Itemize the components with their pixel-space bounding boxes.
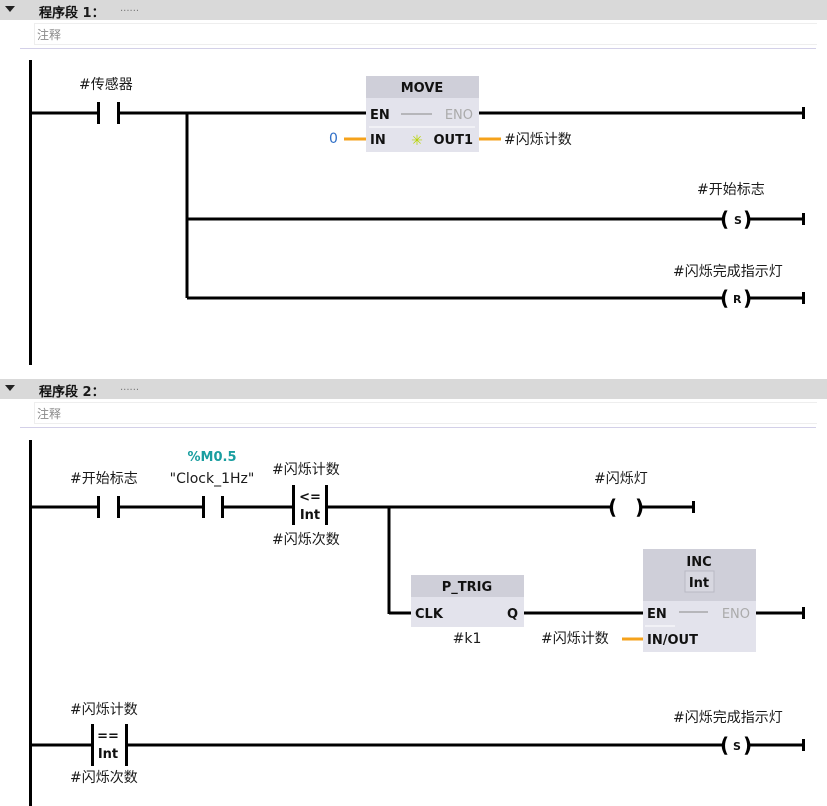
type-selector[interactable]: [684, 570, 715, 593]
network-2-header[interactable]: 程序段 2： ......: [0, 379, 827, 400]
power-rail: [29, 440, 32, 806]
collapse-triangle-icon[interactable]: [5, 6, 15, 12]
svg-text:): ): [635, 495, 644, 519]
network-1-title-placeholder[interactable]: ......: [120, 3, 140, 14]
compare-eq-int[interactable]: == Int #闪烁计数 #闪烁次数: [70, 702, 138, 786]
svg-text:Int: Int: [98, 747, 118, 762]
divider: [20, 427, 816, 428]
rung-end: [802, 107, 805, 119]
pin-en: EN: [647, 607, 667, 622]
operand-in1[interactable]: #闪烁计数: [70, 702, 138, 718]
divider: [20, 48, 816, 49]
operand-label[interactable]: #传感器: [79, 76, 133, 93]
svg-text:(: (: [720, 207, 729, 231]
svg-text:S: S: [733, 740, 741, 753]
move-box[interactable]: MOVE EN ENO IN ✳ OUT1: [366, 76, 479, 152]
p-trig-box[interactable]: P_TRIG CLK Q #k1: [411, 575, 524, 647]
pin-clk: CLK: [415, 607, 444, 622]
pin-eno: ENO: [722, 607, 750, 622]
set-coil-start-flag[interactable]: ( S ) #开始标志: [697, 182, 765, 231]
network-2-title-placeholder[interactable]: ......: [120, 382, 140, 393]
comment-placeholder: 注释: [37, 28, 62, 42]
pin-in: IN: [370, 133, 386, 148]
svg-text:S: S: [734, 214, 742, 227]
network-2-rungs: #开始标志 %M0.5 "Clock_1Hz" <= Int #闪烁计数 #闪烁…: [29, 440, 805, 806]
contact-sensor[interactable]: #传感器: [79, 76, 133, 124]
rung-end: [802, 607, 805, 619]
svg-text:<=: <=: [299, 490, 321, 505]
svg-text:(: (: [720, 733, 729, 757]
operand-in2[interactable]: #闪烁次数: [272, 532, 340, 548]
network-2-title: 程序段 2：: [39, 385, 105, 400]
svg-text:): ): [743, 733, 752, 757]
svg-text:): ): [743, 286, 752, 310]
network-1-header[interactable]: 程序段 1： ......: [0, 0, 827, 21]
rung-end: [802, 292, 805, 304]
inout-operand[interactable]: #闪烁计数: [541, 631, 609, 647]
contact-start-flag[interactable]: #开始标志: [70, 471, 138, 518]
operand-label[interactable]: #闪烁灯: [594, 471, 648, 487]
operand-label[interactable]: #闪烁完成指示灯: [673, 264, 783, 280]
operand-label[interactable]: #开始标志: [697, 182, 765, 198]
operand-in1[interactable]: #闪烁计数: [272, 462, 340, 478]
coil-flash-lamp[interactable]: ( ) #闪烁灯: [594, 471, 648, 519]
operand-label[interactable]: #闪烁完成指示灯: [673, 710, 783, 726]
inc-box[interactable]: INC Int EN ENO IN/OUT: [643, 549, 756, 652]
network-1-title: 程序段 1：: [39, 6, 105, 21]
type-label[interactable]: Int: [689, 576, 709, 591]
box-title: P_TRIG: [442, 580, 492, 595]
operand-label[interactable]: #开始标志: [70, 471, 138, 487]
svg-text:(: (: [720, 286, 729, 310]
svg-text:R: R: [733, 293, 742, 306]
box-title: MOVE: [401, 81, 444, 96]
rung-end: [692, 501, 695, 513]
power-rail: [29, 60, 32, 365]
asterisk-icon: ✳: [411, 133, 423, 149]
instance-label[interactable]: #k1: [453, 631, 482, 647]
rung-end: [802, 213, 805, 225]
compare-le-int[interactable]: <= Int #闪烁计数 #闪烁次数: [272, 462, 340, 548]
pin-eno: ENO: [445, 108, 473, 123]
in-constant[interactable]: 0: [329, 131, 338, 147]
pin-inout: IN/OUT: [647, 633, 698, 648]
network-2-comment-field[interactable]: 注释: [34, 402, 817, 424]
collapse-triangle-icon[interactable]: [5, 385, 15, 391]
set-coil-done-lamp[interactable]: ( S ) #闪烁完成指示灯: [673, 710, 783, 757]
operand-label[interactable]: "Clock_1Hz": [170, 471, 255, 487]
svg-text:(: (: [608, 495, 617, 519]
svg-text:Int: Int: [300, 508, 320, 523]
box-title: INC: [686, 555, 711, 570]
contact-clock-1hz[interactable]: %M0.5 "Clock_1Hz": [170, 450, 255, 518]
svg-text:==: ==: [97, 729, 119, 744]
network-1-rungs: #传感器 MOVE EN ENO IN ✳ OUT1 0 #闪烁计数 ( S: [29, 60, 805, 365]
address-label: %M0.5: [188, 450, 237, 465]
pin-q: Q: [507, 607, 518, 622]
network-1-comment-field[interactable]: 注释: [34, 23, 817, 45]
rung-end: [802, 739, 805, 751]
out-operand[interactable]: #闪烁计数: [504, 132, 572, 148]
operand-in2[interactable]: #闪烁次数: [70, 770, 138, 786]
comment-placeholder: 注释: [37, 407, 62, 421]
pin-en: EN: [370, 108, 390, 123]
pin-out1: OUT1: [433, 133, 473, 148]
svg-text:): ): [743, 207, 752, 231]
reset-coil-done-lamp[interactable]: ( R ) #闪烁完成指示灯: [673, 264, 783, 310]
